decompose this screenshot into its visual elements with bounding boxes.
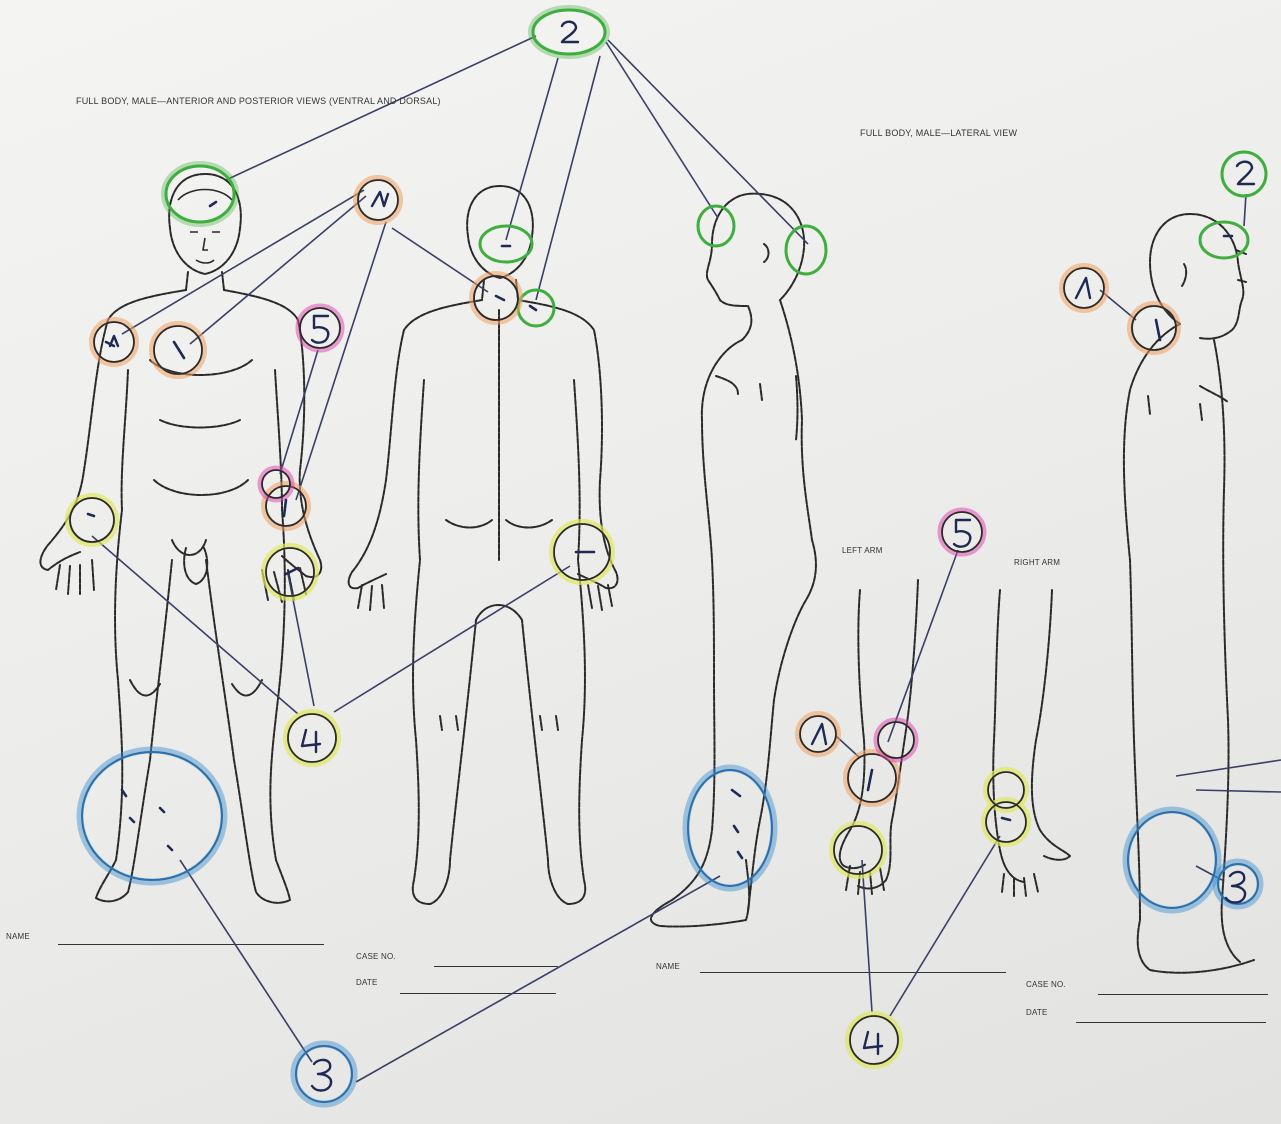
numeral-5-left: [312, 316, 328, 343]
back-body-outline: [349, 186, 618, 904]
numeral-1-right: [1076, 278, 1090, 298]
orange-markers-glow: [92, 178, 1178, 804]
side-body-outline: [651, 194, 816, 927]
numeral-2-top: [562, 22, 578, 42]
numeral-1-arm: [812, 724, 826, 744]
numeral-1-shoulder: [110, 336, 118, 346]
numeral-5-right: [954, 520, 970, 547]
numeral-4-left: [302, 730, 320, 752]
numeral-4-right: [864, 1032, 882, 1054]
right-arm-outline: [993, 590, 1070, 896]
numeral-3-bottom: [312, 1060, 331, 1091]
magenta-markers-glow: [260, 306, 984, 760]
numeral-1-top: [372, 192, 388, 206]
injury-marks: [88, 202, 1232, 858]
numeral-2-right: [1237, 162, 1254, 184]
numeral-3-right: [1226, 872, 1245, 903]
orange-markers: [94, 180, 1176, 802]
